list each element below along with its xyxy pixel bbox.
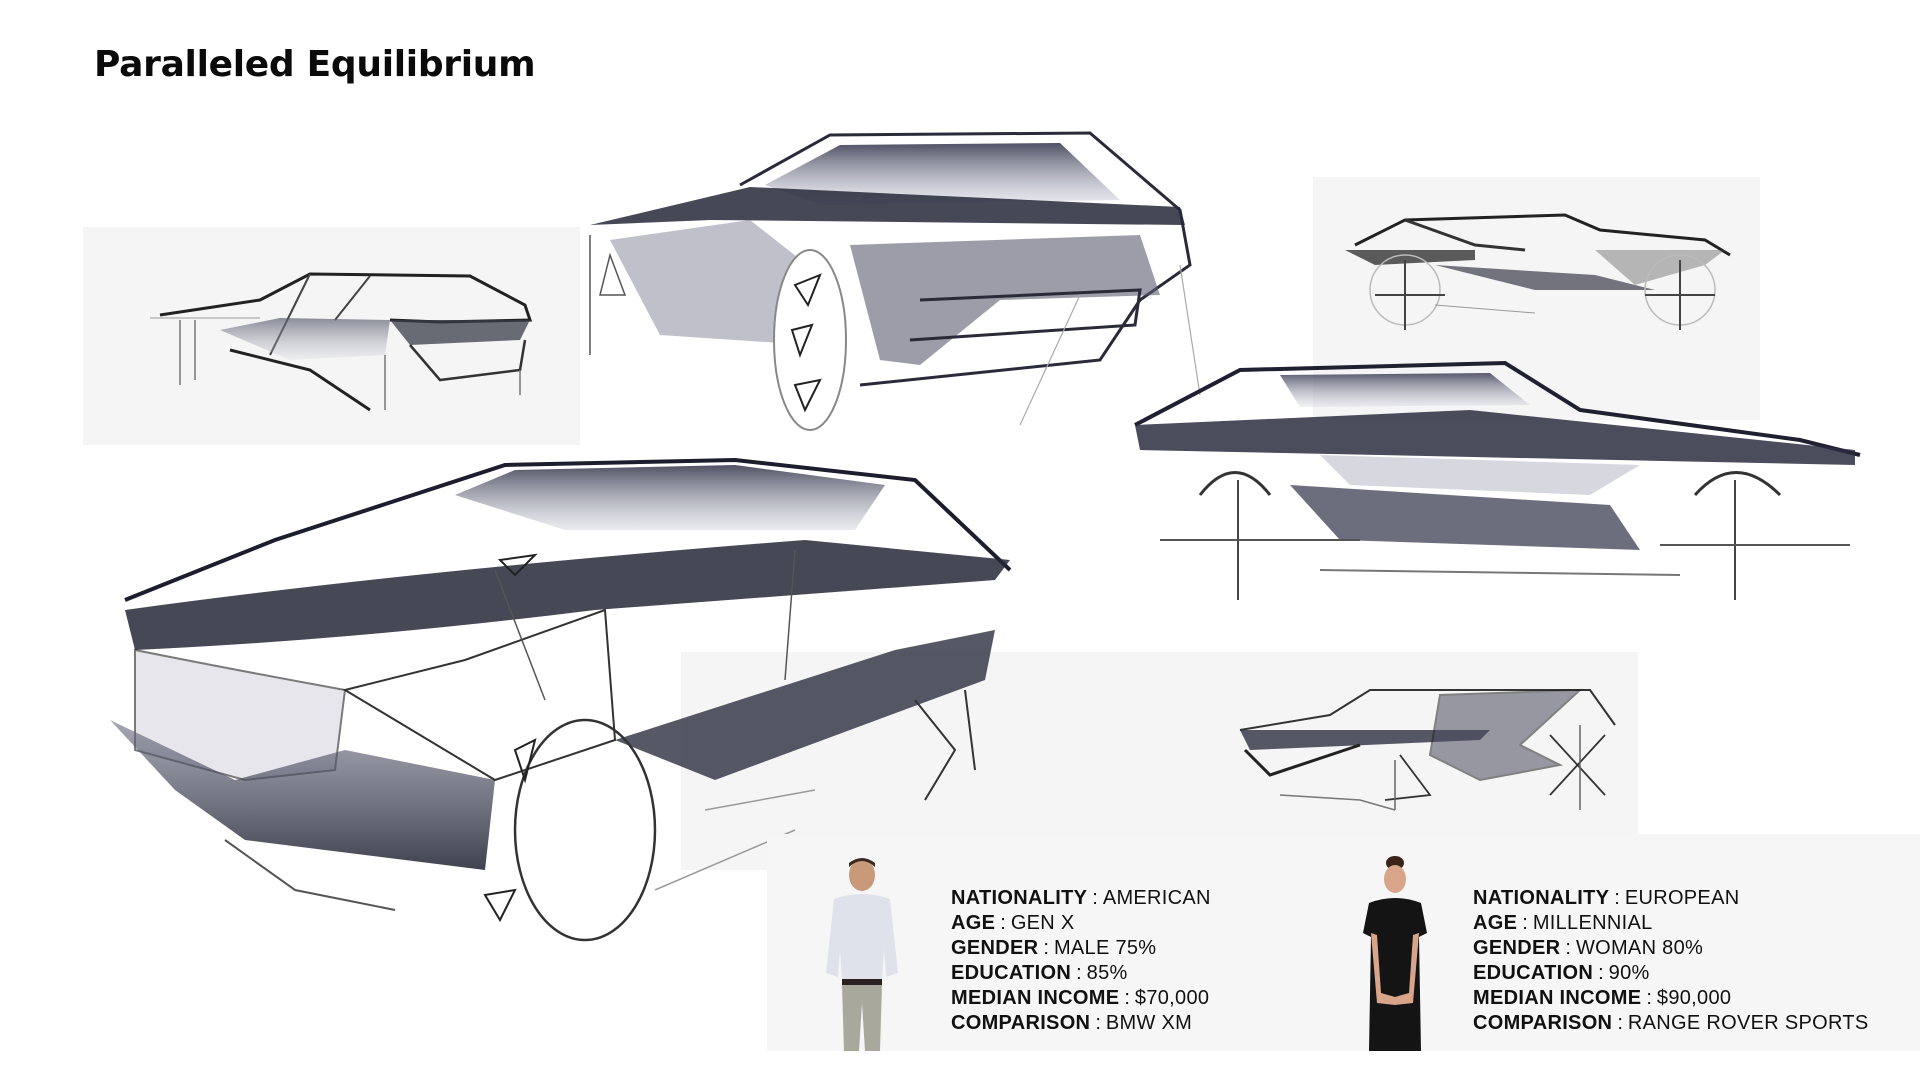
car-sketch-side-large-icon — [1120, 355, 1870, 605]
education-row: EDUCATION:90% — [1473, 962, 1650, 984]
nationality-row: NATIONALITY:AMERICAN — [951, 887, 1211, 909]
comparison-row: COMPARISON:BMW XM — [951, 1012, 1193, 1034]
car-sketch-rear-3q-small-icon — [140, 260, 540, 420]
education-row: EDUCATION:85% — [951, 962, 1128, 984]
median-income-value: $70,000 — [1134, 987, 1210, 1009]
car-sketch-rear-3q-large-icon — [580, 125, 1240, 431]
gender-value: MALE 75% — [1053, 937, 1157, 959]
slide-title: Paralleled Equilibrium — [94, 44, 536, 85]
age-value: MILLENNIAL — [1532, 912, 1653, 934]
persona-american-details: NATIONALITY:AMERICAN AGE:GEN X GENDER:MA… — [951, 886, 1211, 1036]
age-label: AGE — [1473, 912, 1518, 934]
car-sketch-front-3q-small-icon — [1220, 685, 1620, 825]
comparison-label: COMPARISON — [951, 1012, 1091, 1034]
persona-info-panel — [767, 834, 1920, 1051]
median-income-label: MEDIAN INCOME — [1473, 987, 1642, 1009]
gender-label: GENDER — [951, 937, 1039, 959]
car-sketch-side-small-icon — [1335, 205, 1735, 335]
nationality-value: EUROPEAN — [1624, 887, 1740, 909]
age-label: AGE — [951, 912, 996, 934]
gender-value: WOMAN 80% — [1575, 937, 1704, 959]
median-income-row: MEDIAN INCOME:$90,000 — [1473, 987, 1732, 1009]
age-row: AGE:GEN X — [951, 912, 1075, 934]
education-label: EDUCATION — [1473, 962, 1594, 984]
median-income-value: $90,000 — [1656, 987, 1732, 1009]
gender-label: GENDER — [1473, 937, 1561, 959]
comparison-row: COMPARISON:RANGE ROVER SPORTS — [1473, 1012, 1869, 1034]
comparison-value: BMW XM — [1105, 1012, 1193, 1034]
nationality-label: NATIONALITY — [1473, 887, 1610, 909]
comparison-value: RANGE ROVER SPORTS — [1627, 1012, 1869, 1034]
comparison-label: COMPARISON — [1473, 1012, 1613, 1034]
man-in-white-shirt-photo — [812, 853, 912, 1051]
persona-european-details: NATIONALITY:EUROPEAN AGE:MILLENNIAL GEND… — [1473, 886, 1869, 1036]
age-value: GEN X — [1010, 912, 1075, 934]
gender-row: GENDER:WOMAN 80% — [1473, 937, 1704, 959]
nationality-value: AMERICAN — [1102, 887, 1211, 909]
median-income-row: MEDIAN INCOME:$70,000 — [951, 987, 1210, 1009]
nationality-row: NATIONALITY:EUROPEAN — [1473, 887, 1740, 909]
age-row: AGE:MILLENNIAL — [1473, 912, 1653, 934]
education-value: 90% — [1608, 962, 1650, 984]
education-value: 85% — [1086, 962, 1128, 984]
nationality-label: NATIONALITY — [951, 887, 1088, 909]
median-income-label: MEDIAN INCOME — [951, 987, 1120, 1009]
woman-in-black-dress-photo — [1355, 853, 1435, 1051]
gender-row: GENDER:MALE 75% — [951, 937, 1157, 959]
education-label: EDUCATION — [951, 962, 1072, 984]
car-sketch-front-3q-main-icon — [95, 450, 1135, 942]
